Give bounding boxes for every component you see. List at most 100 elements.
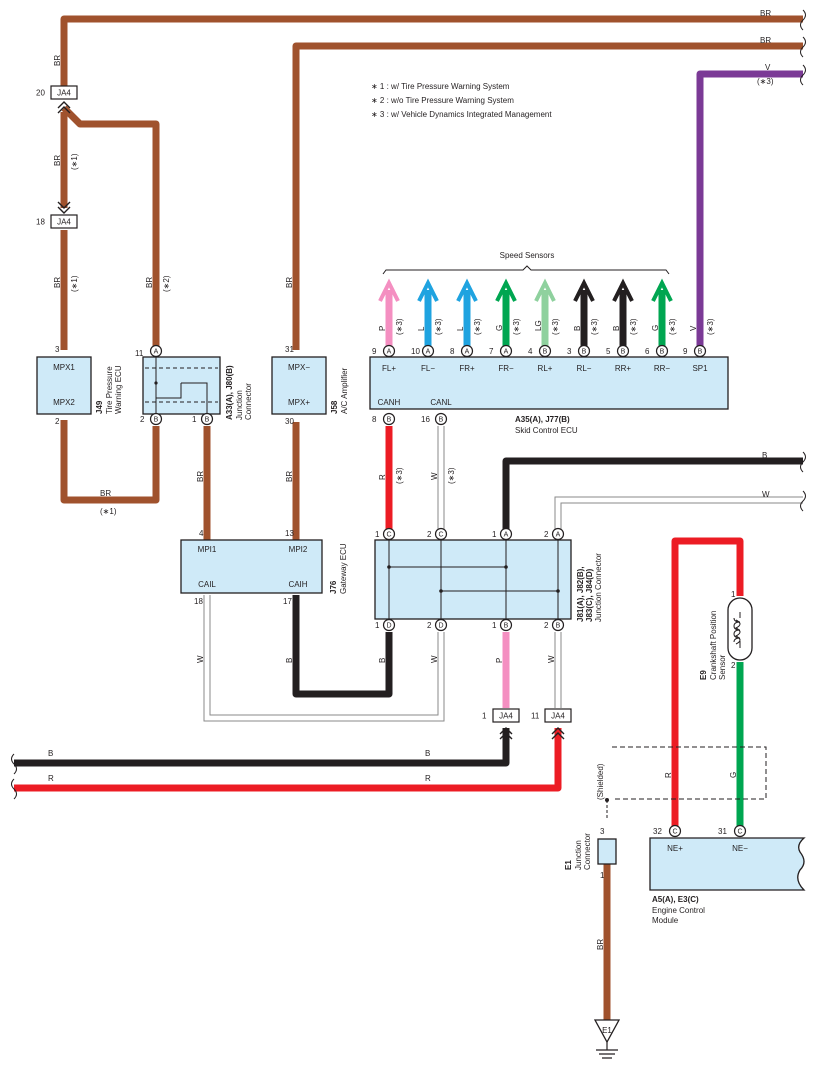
- speed-sensor-arrow: [612, 278, 634, 302]
- pin-circle: [499, 527, 513, 541]
- pin-circle-letter: B: [582, 349, 587, 356]
- wire-label-r-left: R: [48, 774, 54, 783]
- speed-sensors-label: Speed Sensors: [500, 251, 555, 260]
- wire-label-br-a33: BR: [145, 277, 154, 288]
- j76-gateway-ecu: MPI1 MPI2 CAIL CAIH 4 13 18 17 J76 Gatew…: [180, 529, 348, 606]
- j76-name: Gateway ECU: [339, 543, 348, 594]
- ja4-b2-name: JA4: [551, 712, 565, 721]
- ja4-connector-mid: JA4 18: [36, 201, 78, 229]
- ja4-top-pin: 20: [36, 89, 45, 98]
- j76-label-cail: CAIL: [198, 580, 216, 589]
- pin-circle-letter: B: [154, 417, 159, 424]
- ja4-connector-b1: JA4 1: [482, 708, 520, 740]
- speed-sensor-pin-number: 10: [411, 347, 420, 356]
- a35-pin-canh: 8: [372, 415, 377, 424]
- pin-circle: [499, 344, 513, 358]
- wire-top-v: [696, 70, 803, 346]
- wire-label-br-ja4: BR: [53, 155, 62, 166]
- speed-sensor-pin-number: 4: [528, 347, 533, 356]
- note-3: ∗ 3 : w/ Vehicle Dynamics Integrated Man…: [371, 110, 552, 119]
- speed-sensor-note: (∗3): [395, 318, 404, 335]
- pin-circle-letter: A: [154, 349, 159, 356]
- wire-label-b1: P: [495, 658, 504, 663]
- pin-circle-letter: B: [543, 349, 548, 356]
- e9-pin-top: 1: [731, 590, 736, 599]
- j81-top-pin-3: 1: [492, 530, 497, 539]
- wire-label-br-a33-note: (∗2): [162, 275, 171, 292]
- pin-circle: [693, 344, 707, 358]
- speed-sensor-color-label: P: [378, 326, 387, 331]
- speed-sensor-note: (∗3): [629, 318, 638, 335]
- j81-bottom-pin-4: 2: [544, 621, 549, 630]
- ja4-b1-name: JA4: [499, 712, 513, 721]
- speed-sensor-pin-label: FL−: [421, 364, 435, 373]
- j76-label-mpi2: MPI2: [289, 545, 308, 554]
- wire-br-loop: [60, 420, 160, 504]
- wire-label-b2: W: [547, 655, 556, 663]
- pin-circle: [149, 344, 163, 358]
- j81-top-pin-1: 1: [375, 530, 380, 539]
- j76-label-caih: CAIH: [288, 580, 307, 589]
- pin-circle: [538, 344, 552, 358]
- wire-label-br-j58-j76: BR: [285, 471, 294, 482]
- pin-circle-letter: B: [439, 417, 444, 424]
- a33-id: A33(A), J80(B): [225, 365, 234, 420]
- e1-junction-connector: 3 1 E1 Junction Connector: [564, 827, 617, 880]
- j76-pin-mpi2: 13: [285, 529, 294, 538]
- pin-circle-letter: A: [387, 349, 392, 356]
- pin-circle-letter: D: [438, 623, 443, 630]
- pin-circle-letter: A: [426, 349, 431, 356]
- e9-id: E9: [699, 670, 708, 680]
- speed-sensor-note: (∗3): [551, 318, 560, 335]
- wire-right-b: [502, 457, 803, 532]
- ja4-b2-pin: 11: [531, 712, 540, 721]
- a35-label-canh: CANH: [378, 398, 401, 407]
- note-1: ∗ 1 : w/ Tire Pressure Warning System: [371, 82, 510, 91]
- j81-id-2: J83(C), J84(D): [585, 568, 594, 622]
- speed-sensor-arrow: [573, 278, 595, 302]
- speed-sensor-note: (∗3): [590, 318, 599, 335]
- wire-cail: [204, 595, 444, 721]
- pin-circle-letter: B: [504, 623, 509, 630]
- j49-pin-bottom: 2: [55, 417, 60, 426]
- wire-label-caih: B: [285, 658, 294, 663]
- wire-label-br-j58-top: BR: [285, 277, 294, 288]
- speed-sensor-pin-label: FR−: [498, 364, 514, 373]
- speed-sensor-color-label: B: [573, 326, 582, 331]
- j49-id: J49: [95, 400, 104, 414]
- wire-labels: BR BR V (∗3) B W B B R R BR BR (∗1) BR (…: [48, 9, 774, 950]
- footnotes: ∗ 1 : w/ Tire Pressure Warning System ∗ …: [371, 82, 552, 119]
- pin-circle-letter: C: [386, 532, 391, 539]
- speed-sensor-color-label: V: [689, 325, 698, 331]
- wire-label-br-loop-note: (∗1): [100, 507, 117, 516]
- pin-circle: [733, 824, 747, 838]
- a33-name-2: Connector: [244, 383, 253, 420]
- a35-label-canl: CANL: [430, 398, 452, 407]
- j81-bottom-pin-1: 1: [375, 621, 380, 630]
- j58-pin-bottom: 30: [285, 417, 294, 426]
- j81-top-pin-2: 2: [427, 530, 432, 539]
- pin-circle-letter: A: [556, 532, 561, 539]
- a5-label-ne-plus: NE+: [667, 844, 683, 853]
- speed-sensor-pin-label: SP1: [692, 364, 708, 373]
- speed-sensor-color-label: LG: [534, 320, 543, 331]
- j58-id: J58: [330, 400, 339, 414]
- j76-pin-caih: 17: [283, 597, 292, 606]
- j58-label-mpx-minus: MPX−: [288, 363, 310, 372]
- a35-id: A35(A), J77(B): [515, 415, 570, 424]
- wire-label-d1: B: [378, 658, 387, 663]
- j49-tire-pressure-ecu: 3 2 MPX1 MPX2 J49 Tire Pressure Warning …: [36, 345, 123, 426]
- note-2: ∗ 2 : w/o Tire Pressure Warning System: [371, 96, 514, 105]
- speed-sensor-note: (∗3): [706, 318, 715, 335]
- j49-name-1: Tire Pressure: [105, 366, 114, 414]
- j76-id: J76: [329, 580, 338, 594]
- wire-label-cail: W: [196, 655, 205, 663]
- a5-name-1: Engine Control: [652, 906, 705, 915]
- speed-sensor-pin-label: FL+: [382, 364, 396, 373]
- wire-label-ne-r: R: [664, 772, 673, 778]
- pin-circle: [668, 824, 682, 838]
- j58-label-mpx-plus: MPX+: [288, 398, 310, 407]
- ja4-mid-name: JA4: [57, 218, 71, 227]
- wire-left-r: [14, 728, 562, 792]
